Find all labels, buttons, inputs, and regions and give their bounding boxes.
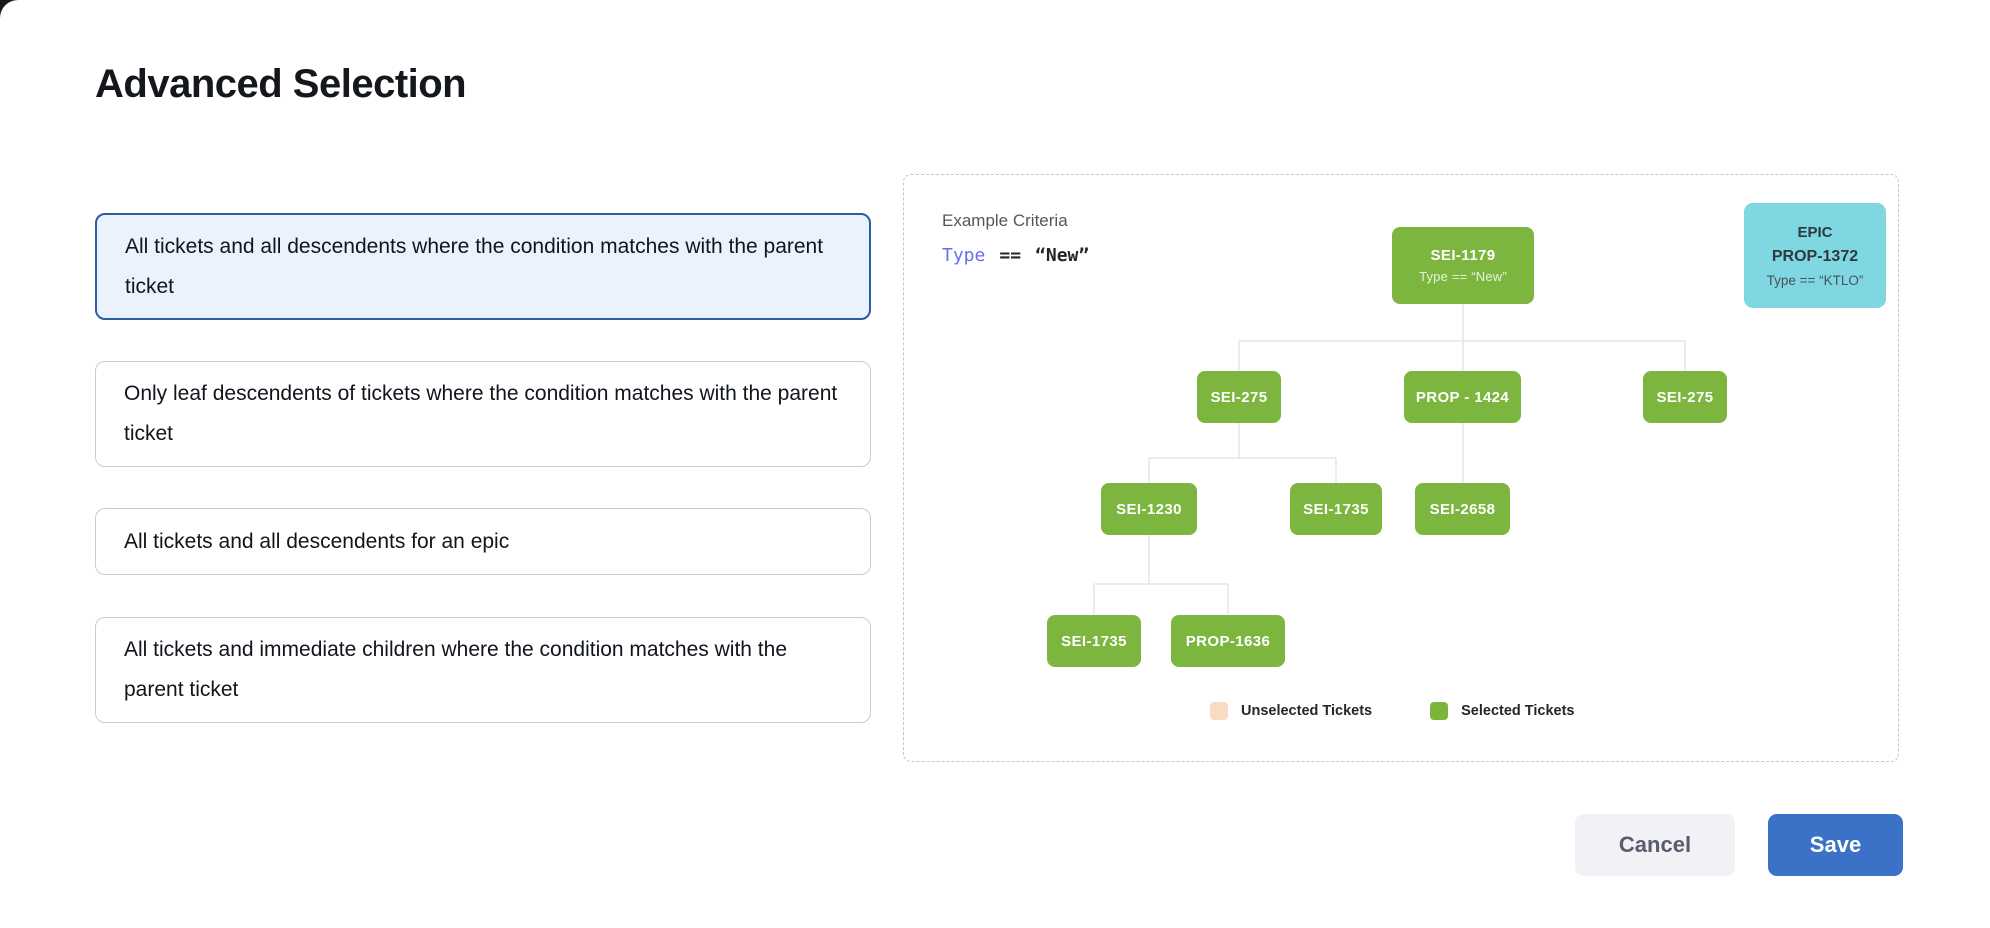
ticket-id: SEI-1230 bbox=[1116, 500, 1182, 518]
save-button[interactable]: Save bbox=[1768, 814, 1903, 876]
example-preview-panel: Example Criteria Type == “New” EPIC PROP-1… bbox=[903, 174, 1899, 762]
unselected-tickets-swatch bbox=[1210, 702, 1228, 720]
example-criteria-heading: Example Criteria bbox=[942, 211, 1068, 230]
ticket-id: SEI-2658 bbox=[1429, 500, 1496, 518]
tree-legend: Unselected Tickets Selected Tickets bbox=[1210, 702, 1575, 720]
legend-item-selected: Selected Tickets bbox=[1430, 702, 1575, 720]
legend-label: Unselected Tickets bbox=[1241, 703, 1373, 719]
epic-condition: Type == “KTLO” bbox=[1766, 272, 1864, 288]
legend-label: Selected Tickets bbox=[1461, 703, 1575, 719]
option-all-descendents-epic[interactable]: All tickets and all descendents for an e… bbox=[95, 508, 871, 575]
option-label: All tickets and all descendents where th… bbox=[125, 234, 824, 298]
criteria-operator: == bbox=[999, 245, 1022, 266]
ticket-id: SEI-1735 bbox=[1061, 632, 1127, 650]
tree-node: PROP-1636 bbox=[1171, 615, 1285, 667]
ticket-id: PROP - 1424 bbox=[1415, 388, 1510, 406]
ticket-id: SEI-275 bbox=[1656, 388, 1714, 406]
epic-ticket-id: PROP-1372 bbox=[1771, 247, 1859, 265]
example-criteria-expression: Type == “New” bbox=[942, 245, 1089, 266]
tree-node: SEI-275 bbox=[1643, 371, 1727, 423]
option-all-descendents-condition[interactable]: All tickets and all descendents where th… bbox=[95, 213, 871, 320]
ticket-id: PROP-1636 bbox=[1185, 632, 1271, 650]
tree-node-root: SEI-1179 Type == “New” bbox=[1392, 227, 1534, 304]
tree-node: SEI-1230 bbox=[1101, 483, 1197, 535]
tree-connector-lines bbox=[1093, 304, 1686, 615]
criteria-value: “New” bbox=[1035, 245, 1090, 266]
epic-type-label: EPIC bbox=[1797, 223, 1833, 241]
cancel-button[interactable]: Cancel bbox=[1575, 814, 1735, 876]
tree-node: SEI-2658 bbox=[1415, 483, 1510, 535]
selected-tickets-swatch bbox=[1430, 702, 1449, 720]
page-title: Advanced Selection bbox=[95, 62, 467, 106]
ticket-condition: Type == “New” bbox=[1419, 269, 1507, 284]
epic-card: EPIC PROP-1372 Type == “KTLO” bbox=[1744, 203, 1886, 308]
option-label: All tickets and all descendents for an e… bbox=[124, 529, 510, 553]
legend-item-unselected: Unselected Tickets bbox=[1210, 702, 1372, 720]
option-immediate-children-condition[interactable]: All tickets and immediate children where… bbox=[95, 617, 871, 723]
option-leaf-descendents-condition[interactable]: Only leaf descendents of tickets where t… bbox=[95, 361, 871, 467]
tree-node: SEI-1735 bbox=[1290, 483, 1382, 535]
ticket-id: SEI-1735 bbox=[1303, 500, 1369, 518]
option-label: Only leaf descendents of tickets where t… bbox=[124, 382, 838, 445]
ticket-id: SEI-1179 bbox=[1430, 247, 1496, 264]
tree-node: PROP - 1424 bbox=[1404, 371, 1521, 423]
tree-node: SEI-275 bbox=[1197, 371, 1281, 423]
option-label: All tickets and immediate children where… bbox=[124, 638, 787, 701]
ticket-id: SEI-275 bbox=[1210, 388, 1268, 406]
tree-node: SEI-1735 bbox=[1047, 615, 1141, 667]
criteria-field: Type bbox=[942, 245, 986, 266]
